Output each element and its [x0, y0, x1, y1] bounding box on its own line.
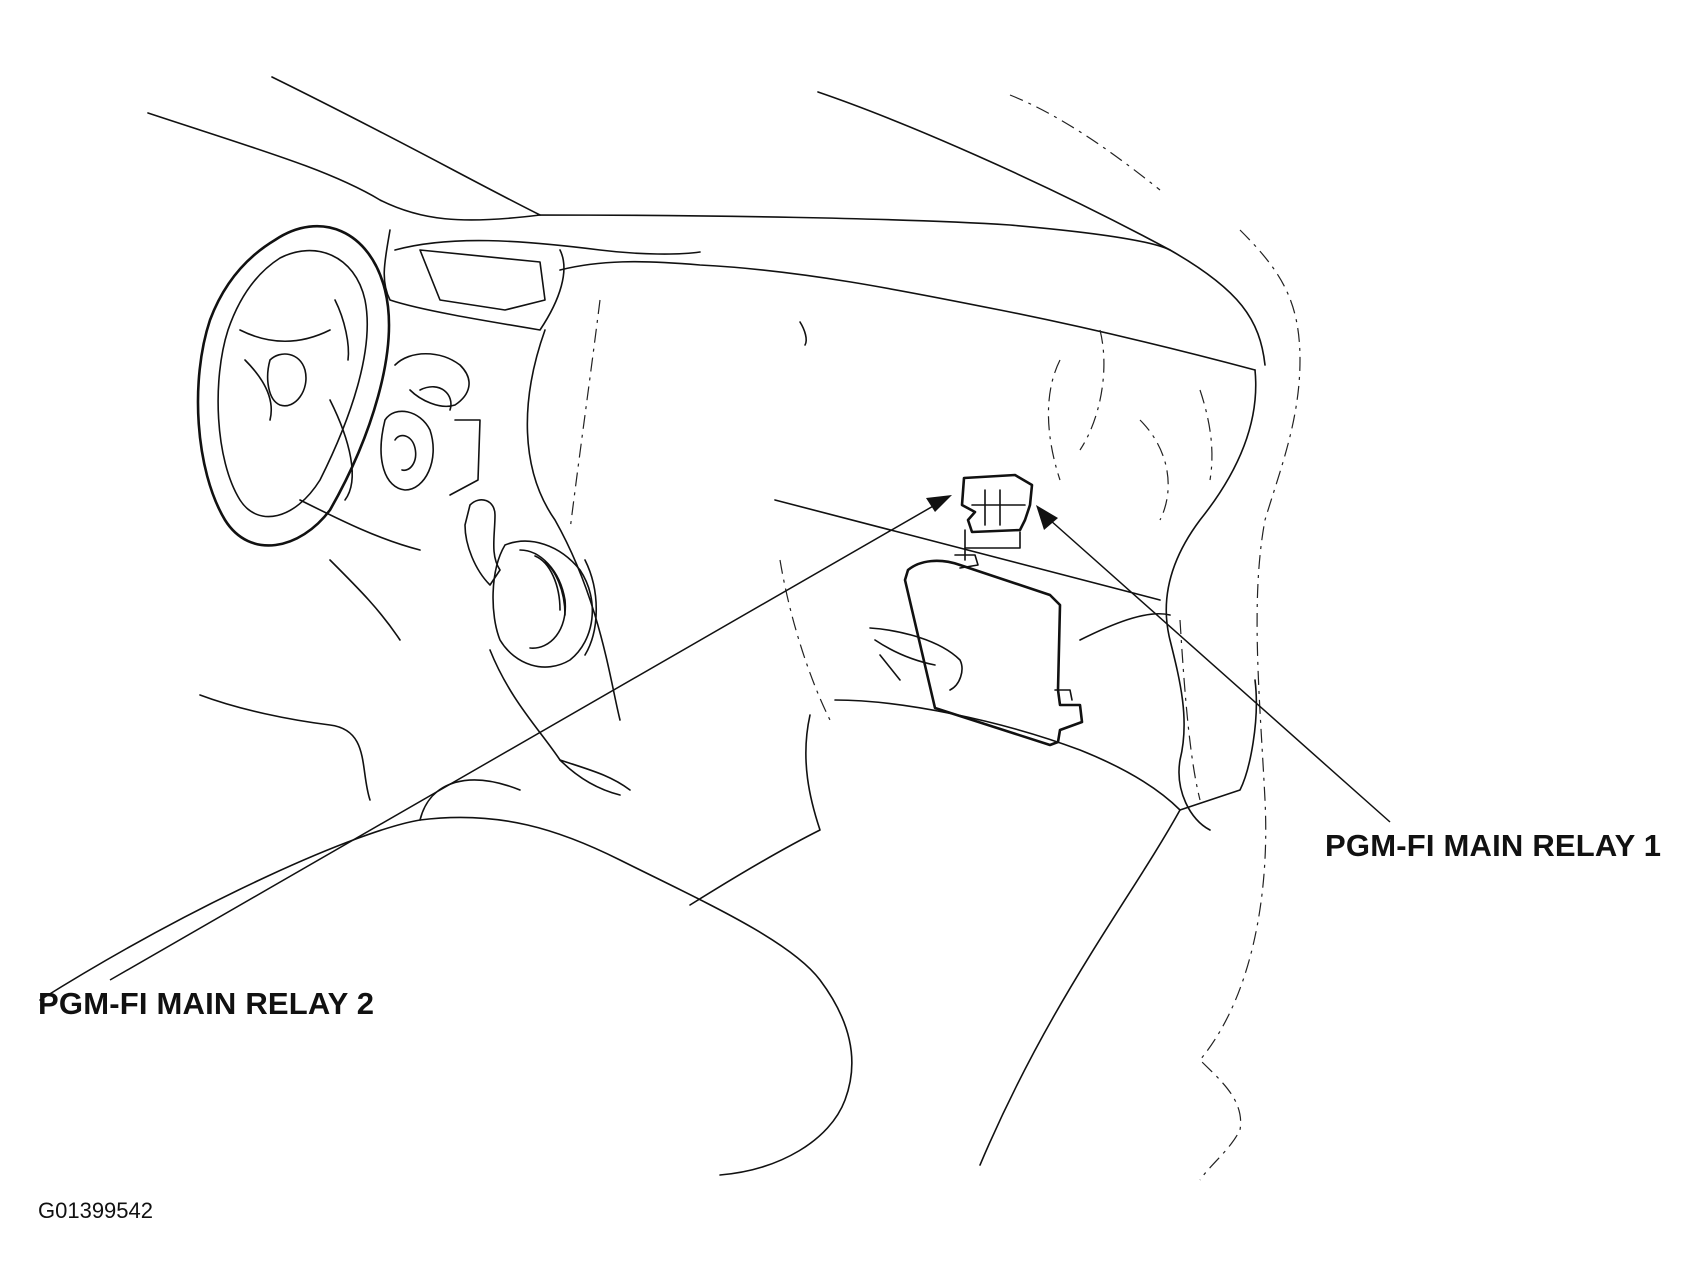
arrowhead-relay-2	[926, 495, 952, 512]
callout-leader-relay-2	[109, 495, 952, 981]
shift-lever	[464, 499, 597, 668]
center-stack	[299, 353, 481, 551]
control-unit-box	[869, 547, 1084, 747]
callout-label-relay-1: PGM-FI MAIN RELAY 1	[1325, 828, 1662, 863]
dashboard-outline	[39, 76, 1301, 1181]
figure-code: G01399542	[38, 1198, 153, 1223]
steering-wheel	[196, 224, 391, 547]
callout-label-relay-2: PGM-FI MAIN RELAY 2	[38, 986, 375, 1021]
callout-leader-relay-1	[1036, 505, 1391, 823]
pgm-fi-main-relay-part	[960, 473, 1034, 549]
arrowhead-relay-1	[1036, 505, 1058, 530]
